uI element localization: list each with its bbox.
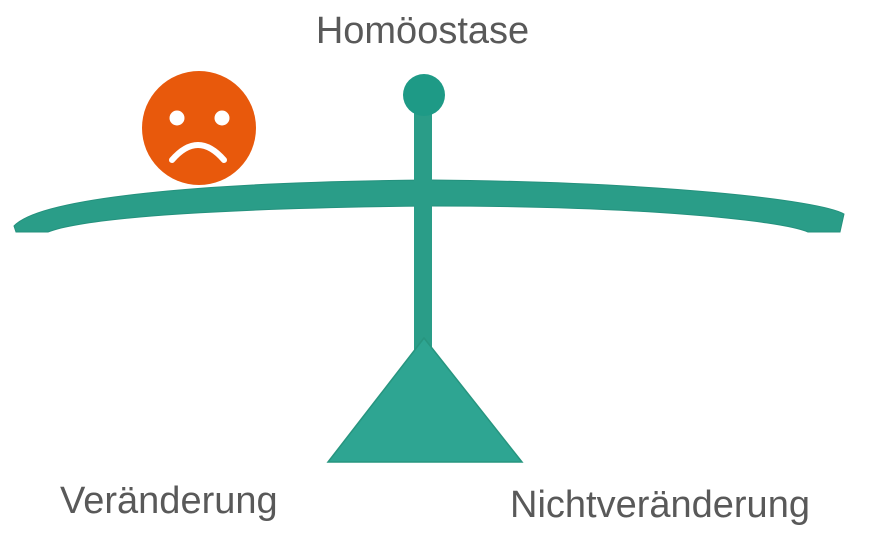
scale-knob — [403, 74, 445, 116]
right-label: Nichtveränderung — [510, 486, 810, 524]
scale-pole — [414, 92, 432, 354]
left-label: Veränderung — [60, 482, 278, 520]
scale-base — [328, 338, 522, 462]
sad-face-icon — [142, 71, 256, 185]
